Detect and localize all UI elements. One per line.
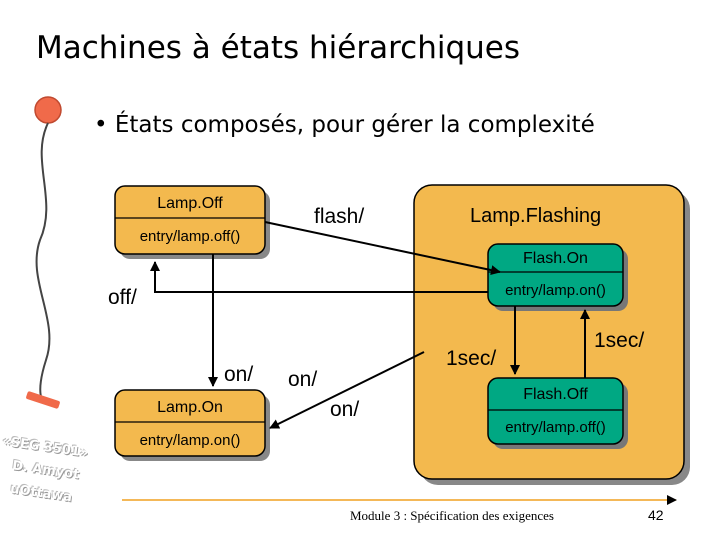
label-off: off/ — [108, 286, 137, 309]
lamp-off-state-shape — [114, 185, 270, 259]
label-flash: flash/ — [314, 205, 365, 228]
lamp-on-name: Lamp.On — [157, 399, 223, 416]
lamp-off-name: Lamp.Off — [157, 195, 223, 212]
page-number: 42 — [648, 507, 664, 523]
label-on-mid: on/ — [288, 368, 318, 391]
lamp-on-entry: entry/lamp.on() — [139, 432, 241, 449]
lamp-flashing-name: Lamp.Flashing — [470, 205, 602, 227]
stick-figure-icon — [26, 96, 62, 409]
transition-on-from-flashing — [269, 351, 425, 429]
flash-on-name: Flash.On — [523, 250, 588, 267]
lamp-off-entry: entry/lamp.off() — [139, 228, 241, 245]
label-1sec-left: 1sec/ — [446, 347, 497, 370]
label-on-left: on/ — [224, 363, 254, 386]
flash-off-state-shape — [487, 377, 628, 449]
flash-on-state-shape — [487, 243, 628, 311]
footer-text: Module 3 : Spécification des exigences — [350, 508, 554, 523]
label-1sec-right: 1sec/ — [594, 329, 645, 352]
flash-off-name: Flash.Off — [523, 386, 588, 403]
flash-on-entry: entry/lamp.on() — [505, 282, 606, 299]
lamp-on-state-shape — [114, 389, 270, 461]
flash-off-entry: entry/lamp.off() — [505, 419, 606, 436]
label-on-lower: on/ — [330, 398, 360, 421]
transition-flash — [264, 221, 501, 276]
slide-bullet: • États composés, pour gérer la complexi… — [94, 112, 595, 138]
slide-title: Machines à états hiérarchiques — [36, 30, 520, 66]
transition-off — [150, 261, 488, 293]
